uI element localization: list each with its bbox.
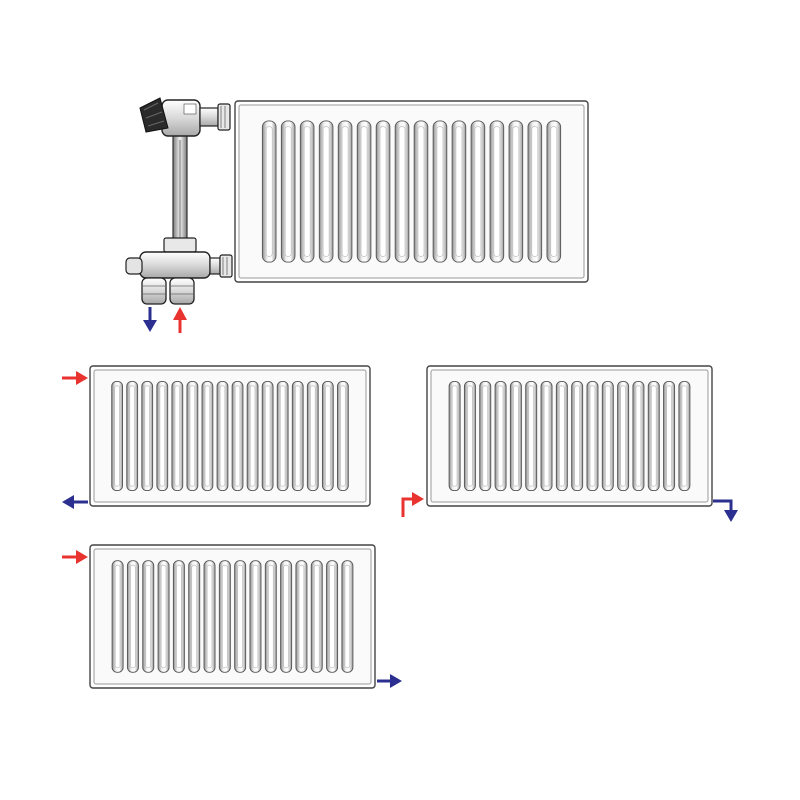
radiator-fin-highlight [531, 126, 539, 257]
radiator-fin-highlight [574, 385, 580, 487]
radiator-fin-highlight [513, 385, 519, 487]
radiator-fin-highlight [543, 385, 550, 487]
radiator-fin-highlight [234, 385, 241, 487]
radiator-panel-bottom-opposite [426, 365, 713, 507]
radiator-fin-highlight [189, 385, 196, 487]
radiator-fin-highlight [144, 385, 150, 487]
radiator-fin-highlight [398, 126, 406, 257]
radiator-fin-highlight [344, 564, 351, 669]
radiator-fin-highlight [114, 564, 121, 669]
radiator-fin-highlight [497, 385, 504, 487]
radiator-fin-highlight [160, 564, 167, 669]
radiator-fin-highlight [191, 564, 197, 669]
radiator-fin-highlight [130, 564, 136, 669]
radiator-fin-highlight [681, 385, 688, 487]
radiator-fin-highlight [249, 385, 256, 487]
radiator-fin-highlight [379, 126, 387, 257]
radiator-fin-highlight [222, 564, 228, 669]
flow-arrow-right-icon [62, 371, 88, 385]
radiator-fin-highlight [589, 385, 596, 487]
radiator-fin-highlight [474, 126, 482, 257]
radiator-fin-highlight [303, 126, 311, 257]
radiator-fin-highlight [219, 385, 226, 487]
radiator-fin-highlight [467, 385, 473, 487]
radiator-fin-highlight [512, 126, 520, 257]
radiator-fin-highlight [635, 385, 642, 487]
radiator-fin-highlight [174, 385, 181, 487]
radiator-fin-highlight [252, 564, 259, 669]
return-arrow-down-icon [143, 307, 157, 332]
radiator-fin-highlight [620, 385, 626, 487]
radiator-fin-highlight [129, 385, 135, 487]
radiator-fin-highlight [559, 385, 565, 487]
radiator-fin-highlight [436, 126, 444, 257]
radiator-fin-highlight [159, 385, 165, 487]
return-arrow-bent-down-icon [713, 499, 738, 522]
radiator-panel-cross [89, 544, 376, 689]
radiator-fin-highlight [310, 385, 316, 487]
radiator-fin-highlight [176, 564, 182, 669]
return-arrow-left-icon [62, 495, 88, 509]
radiator-fin-highlight [284, 126, 292, 257]
radiator-fin-highlight [528, 385, 534, 487]
radiator-fin-highlight [329, 564, 335, 669]
radiator-fin-highlight [451, 385, 458, 487]
radiator-fin-highlight [360, 126, 368, 257]
radiator-fin-highlight [279, 385, 286, 487]
radiator-fin-highlight [314, 564, 320, 669]
radiator-fin-highlight [237, 564, 243, 669]
radiator-fin-highlight [268, 564, 274, 669]
radiator-fin-highlight [455, 126, 463, 257]
radiator-fin-highlight [283, 564, 289, 669]
radiator-fin-highlight [298, 564, 305, 669]
radiator-panel-valve-connection [234, 100, 589, 283]
valve-assembly-icon [125, 97, 233, 305]
flow-arrow-right-icon [62, 550, 88, 564]
radiator-fin-highlight [145, 564, 151, 669]
radiator-fin-highlight [206, 564, 213, 669]
radiator-fin-highlight [264, 385, 271, 487]
radiator-fin-highlight [341, 126, 349, 257]
radiator-fin-highlight [295, 385, 301, 487]
radiator-fin-highlight [322, 126, 330, 257]
flow-arrow-bent-right-icon [401, 492, 424, 517]
return-arrow-right-icon [377, 674, 402, 688]
radiator-fin-highlight [482, 385, 488, 487]
radiator-fin-highlight [204, 385, 211, 487]
radiator-fin-highlight [651, 385, 657, 487]
radiator-panel-same-side [89, 365, 371, 507]
radiator-fin-highlight [605, 385, 611, 487]
radiator-fin-highlight [340, 385, 346, 487]
radiator-fin-highlight [493, 126, 501, 257]
radiator-fin-highlight [550, 126, 558, 257]
radiator-fin-highlight [417, 126, 425, 257]
radiator-fin-highlight [325, 385, 331, 487]
flow-arrow-up-icon [173, 307, 187, 333]
radiator-fin-highlight [666, 385, 672, 487]
radiator-fin-highlight [265, 126, 273, 257]
radiator-fin-highlight [114, 385, 120, 487]
